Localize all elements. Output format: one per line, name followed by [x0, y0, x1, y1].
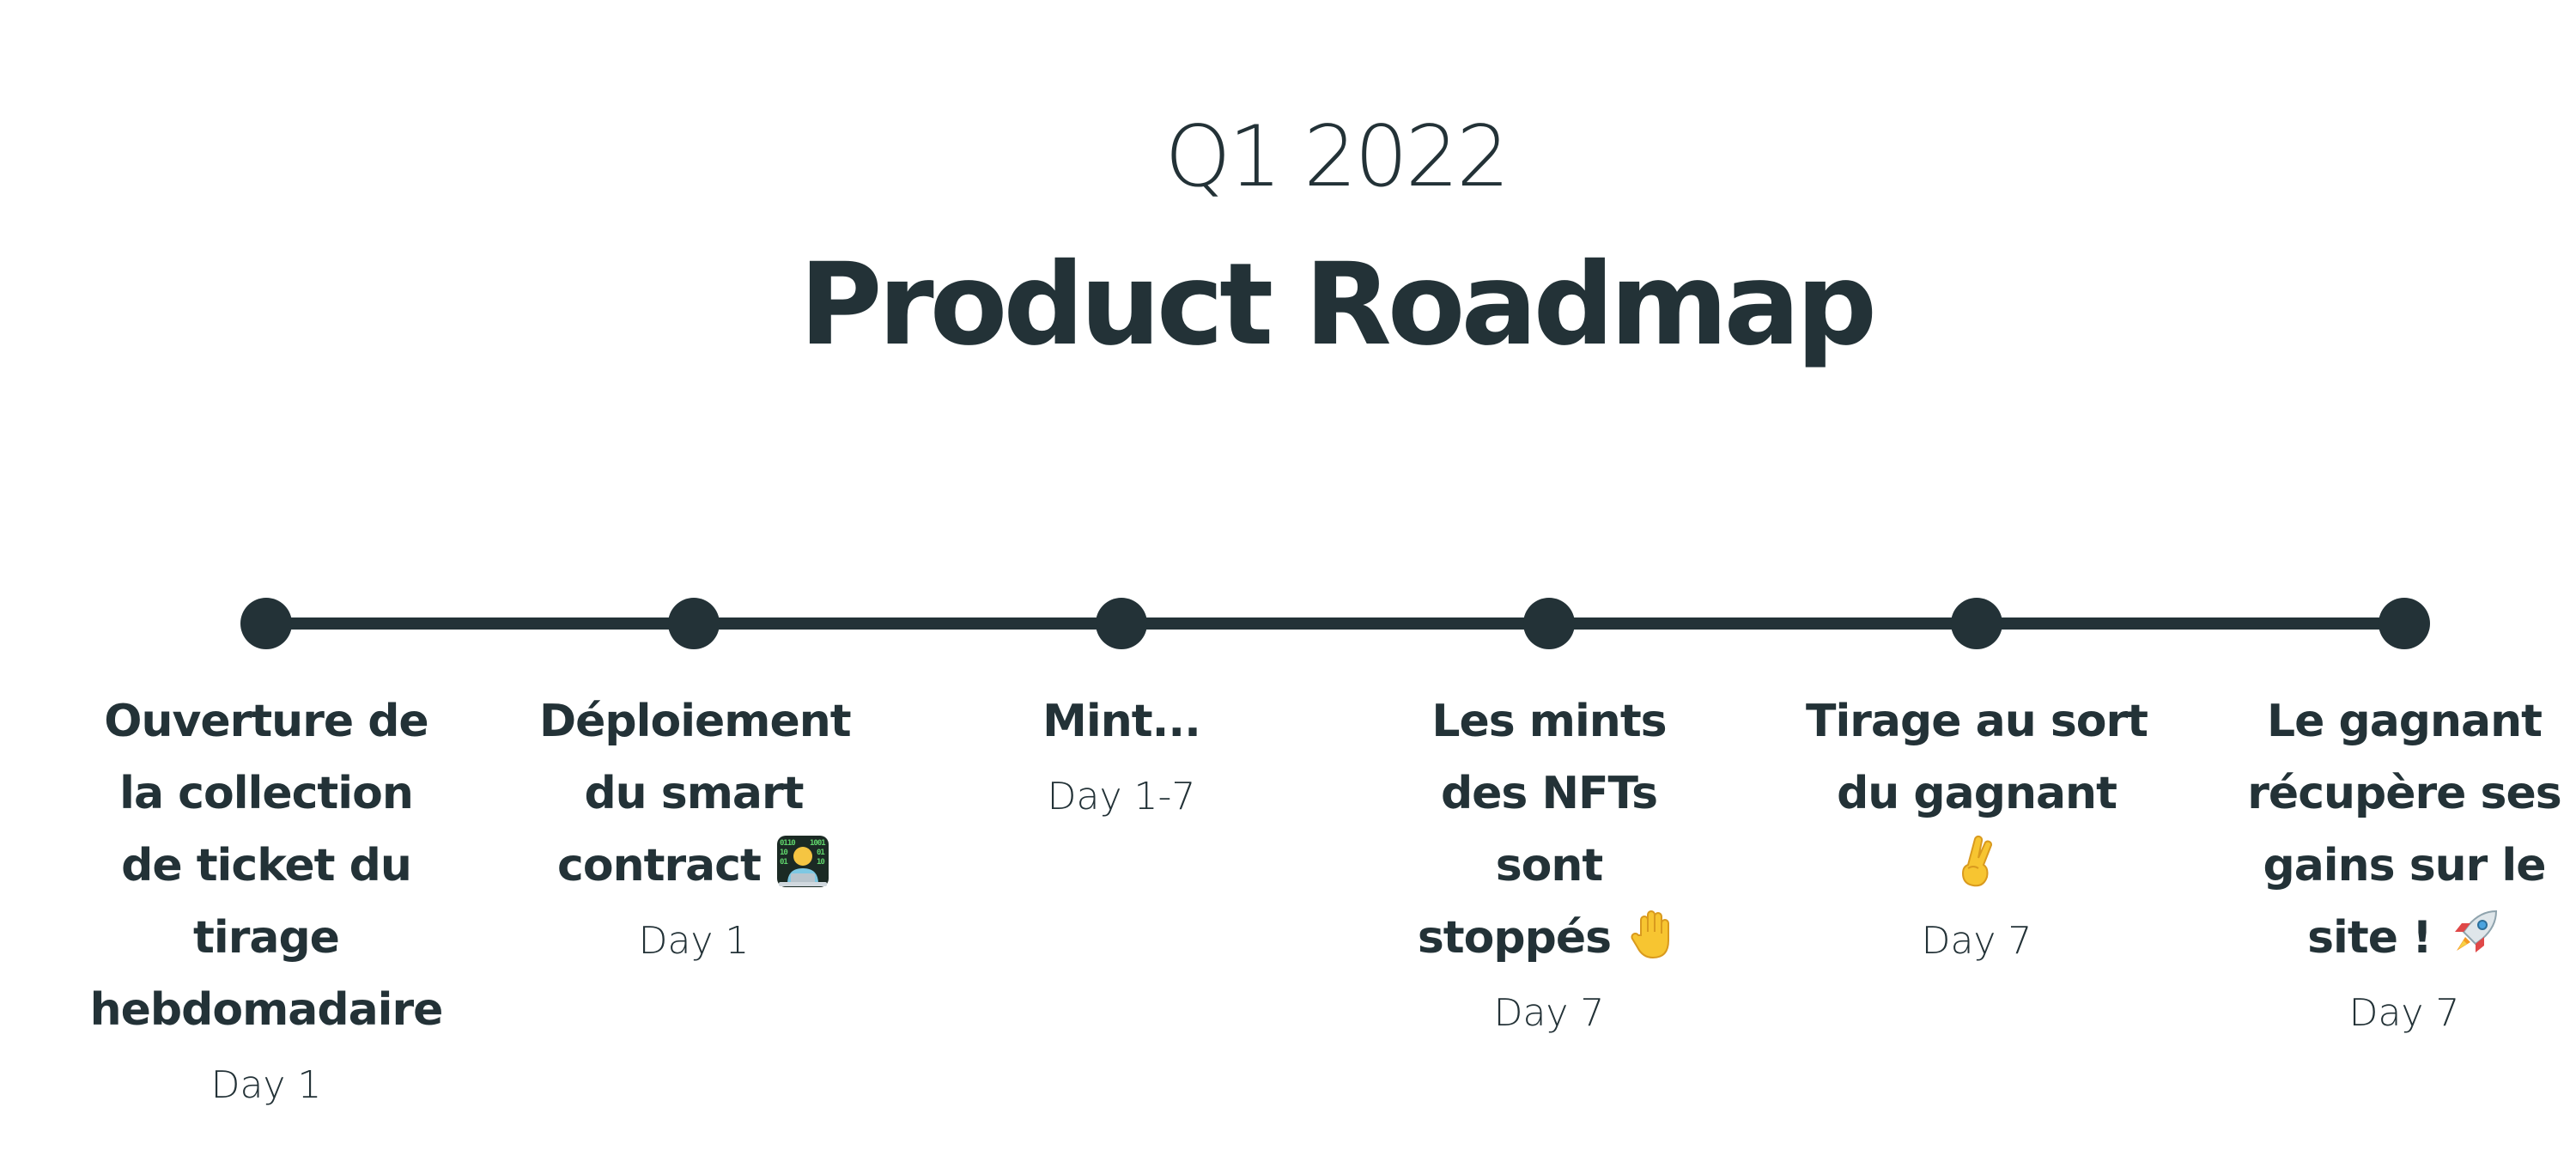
milestone-date: Day 7: [2348, 991, 2460, 1035]
timeline-node: [1523, 598, 1575, 649]
svg-text:1001: 1001: [810, 839, 825, 848]
milestone-date: Day 1: [210, 1063, 322, 1107]
milestone-title-text: Le gagnant récupère ses gains sur le sit…: [2247, 696, 2561, 964]
timeline-track: [266, 618, 2404, 630]
milestone-date: Day 7: [1921, 919, 2032, 963]
rocket-icon: [2454, 910, 2497, 952]
svg-text:10: 10: [817, 858, 824, 867]
timeline-node: [1951, 598, 2002, 649]
svg-text:01: 01: [817, 849, 824, 857]
milestone-title-text: Les mints des NFTs sont stoppés: [1417, 696, 1668, 964]
svg-text:0110: 0110: [780, 839, 795, 848]
milestone-title: Ouverture de la collection de ticket du …: [86, 685, 447, 1046]
milestone-date: Day 1-7: [1047, 775, 1196, 818]
milestone: Mint... Day 1-7: [928, 685, 1315, 833]
svg-text:10: 10: [780, 849, 787, 857]
timeline-node: [2379, 598, 2430, 649]
milestone-date: Day 1: [638, 919, 750, 963]
milestone-title-text: Mint...: [1042, 696, 1201, 747]
milestone-title-text: Ouverture de la collection de ticket du …: [89, 696, 444, 1036]
timeline-node: [1096, 598, 1147, 649]
milestone-title-text: Tirage au sort du gagnant: [1805, 696, 2148, 819]
milestone-title: Mint...: [928, 685, 1315, 757]
milestone: Ouverture de la collection de ticket du …: [73, 685, 459, 1122]
roadmap-title: Product Roadmap: [799, 239, 1877, 371]
milestone: Tirage au sort du gagnant Day 7: [1783, 685, 2170, 977]
roadmap-subtitle: Q1 2022: [1164, 108, 1510, 206]
crossed-fingers-icon: [1961, 835, 1992, 887]
timeline-node: [668, 598, 720, 649]
milestone-title: Les mints des NFTs sont stoppés: [1403, 685, 1695, 974]
milestone-date: Day 7: [1493, 991, 1605, 1035]
milestone-title: Le gagnant récupère ses gains sur le sit…: [2220, 685, 2576, 974]
milestone-title: Tirage au sort du gagnant: [1805, 685, 2148, 902]
timeline-node: [240, 598, 292, 649]
svg-text:01: 01: [780, 858, 787, 867]
raised-hand-icon: [1631, 910, 1670, 959]
milestone: Les mints des NFTs sont stoppés Day 7: [1356, 685, 1742, 1049]
milestone-title-text: Déploiement du smart contract: [539, 696, 852, 891]
milestone: Le gagnant récupère ses gains sur le sit…: [2211, 685, 2576, 1049]
